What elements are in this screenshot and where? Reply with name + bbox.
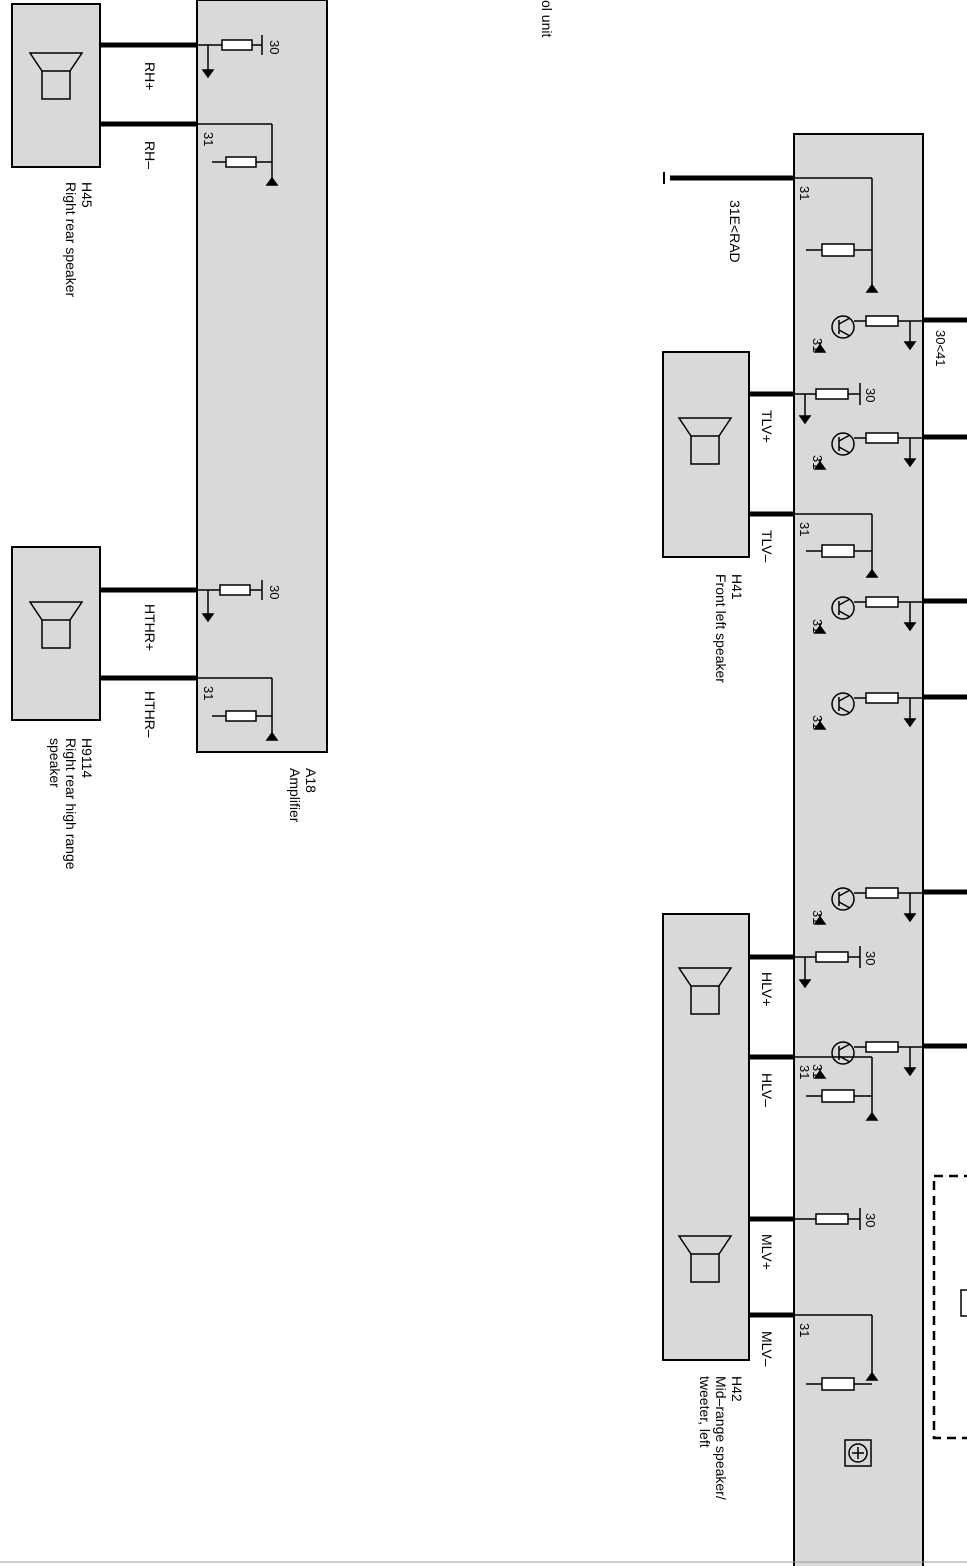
dashed-module-connector [960, 1289, 967, 1317]
svg-text:31: 31 [810, 910, 825, 924]
mid-range-speaker-left-box [662, 913, 750, 1361]
mid-range-speaker-left-name-2: tweeter, left [697, 1376, 713, 1448]
ground-feed-label: 31E<RAD [727, 200, 743, 263]
terminal-31-label: 31 [201, 686, 216, 700]
terminal-31-label: 31 [797, 522, 812, 536]
control-unit-internal-circuits [794, 177, 879, 1391]
front-left-speaker-box [662, 351, 750, 558]
wire-label-mlv-minus: MLV– [759, 1331, 775, 1367]
svg-text:31: 31 [810, 1064, 825, 1078]
svg-text:31: 31 [810, 715, 825, 729]
amplifier-symbol-icon [844, 1439, 872, 1467]
right-rear-speaker-name: Right rear speaker [63, 182, 79, 298]
terminal-30-label: 30 [863, 388, 878, 402]
svg-text:31: 31 [810, 455, 825, 469]
ground-feed [663, 172, 794, 184]
wire-label-hthr-plus: HTHR+ [142, 604, 158, 651]
dashed-module-box [932, 1174, 967, 1440]
control-unit-speaker-wires [749, 391, 794, 1318]
transistor-icon: 31 [810, 1041, 923, 1079]
svg-text:31: 31 [810, 619, 825, 633]
amplifier-wires [100, 42, 197, 681]
terminal-30-label: 30 [863, 1213, 878, 1227]
terminal-31-label: 31 [201, 132, 216, 146]
right-rear-high-range-speaker-name-2: speaker [47, 738, 63, 788]
control-unit-box [793, 133, 924, 1566]
terminal-30-label: 30 [267, 40, 282, 54]
right-rear-high-range-speaker-name: Right rear high range [63, 738, 79, 870]
wire-label-mlv-plus: MLV+ [759, 1234, 775, 1270]
right-rear-speaker-code: H45 [79, 182, 95, 208]
svg-text:31: 31 [810, 338, 825, 352]
front-left-speaker-code: H41 [729, 574, 745, 600]
transistor-icon: 31 [810, 887, 923, 925]
wire-label-tlv-minus: TLV– [759, 530, 775, 563]
wire-label-tlv-plus: TLV+ [759, 410, 775, 443]
terminal-31-label: 31 [797, 1323, 812, 1337]
front-left-speaker-name: Front left speaker [713, 574, 729, 683]
wire-label-hthr-minus: HTHR– [142, 691, 158, 738]
wire-label-hlv-minus: HLV– [759, 1073, 775, 1107]
wire-label-hlv-plus: HLV+ [759, 972, 775, 1006]
clipped-caption: ol unit [539, 0, 555, 37]
terminal-31-label: 31 [797, 1065, 812, 1079]
terminal-30-label: 30 [267, 585, 282, 599]
terminal-31-label: 31 [797, 186, 812, 200]
mid-range-speaker-left-code: H42 [729, 1376, 745, 1402]
amplifier-internal-circuits [197, 35, 279, 741]
supply-label: 30<41 [933, 330, 948, 367]
amplifier-name: Amplifier [287, 768, 303, 823]
right-rear-high-range-speaker-box [11, 546, 101, 721]
transistor-icon: 31 [810, 315, 923, 353]
transistor-icon: 31 [810, 432, 923, 470]
terminal-30-label: 30 [863, 951, 878, 965]
amplifier-code: A18 [303, 768, 319, 793]
wire-label-rh-plus: RH+ [142, 62, 158, 90]
transistor-icon: 31 [810, 692, 923, 730]
right-rear-speaker-box [11, 3, 101, 168]
mid-range-speaker-left-name: Mid–range speaker/ [713, 1376, 729, 1500]
wire-label-rh-minus: RH– [142, 141, 158, 169]
right-rear-high-range-speaker-code: H9114 [79, 738, 95, 778]
control-unit-output-wires [923, 317, 967, 1049]
transistor-icon: 31 [810, 596, 923, 634]
transistor-stages: 31 31 31 31 31 31 [810, 315, 923, 1079]
amplifier-module-box [196, 0, 328, 753]
